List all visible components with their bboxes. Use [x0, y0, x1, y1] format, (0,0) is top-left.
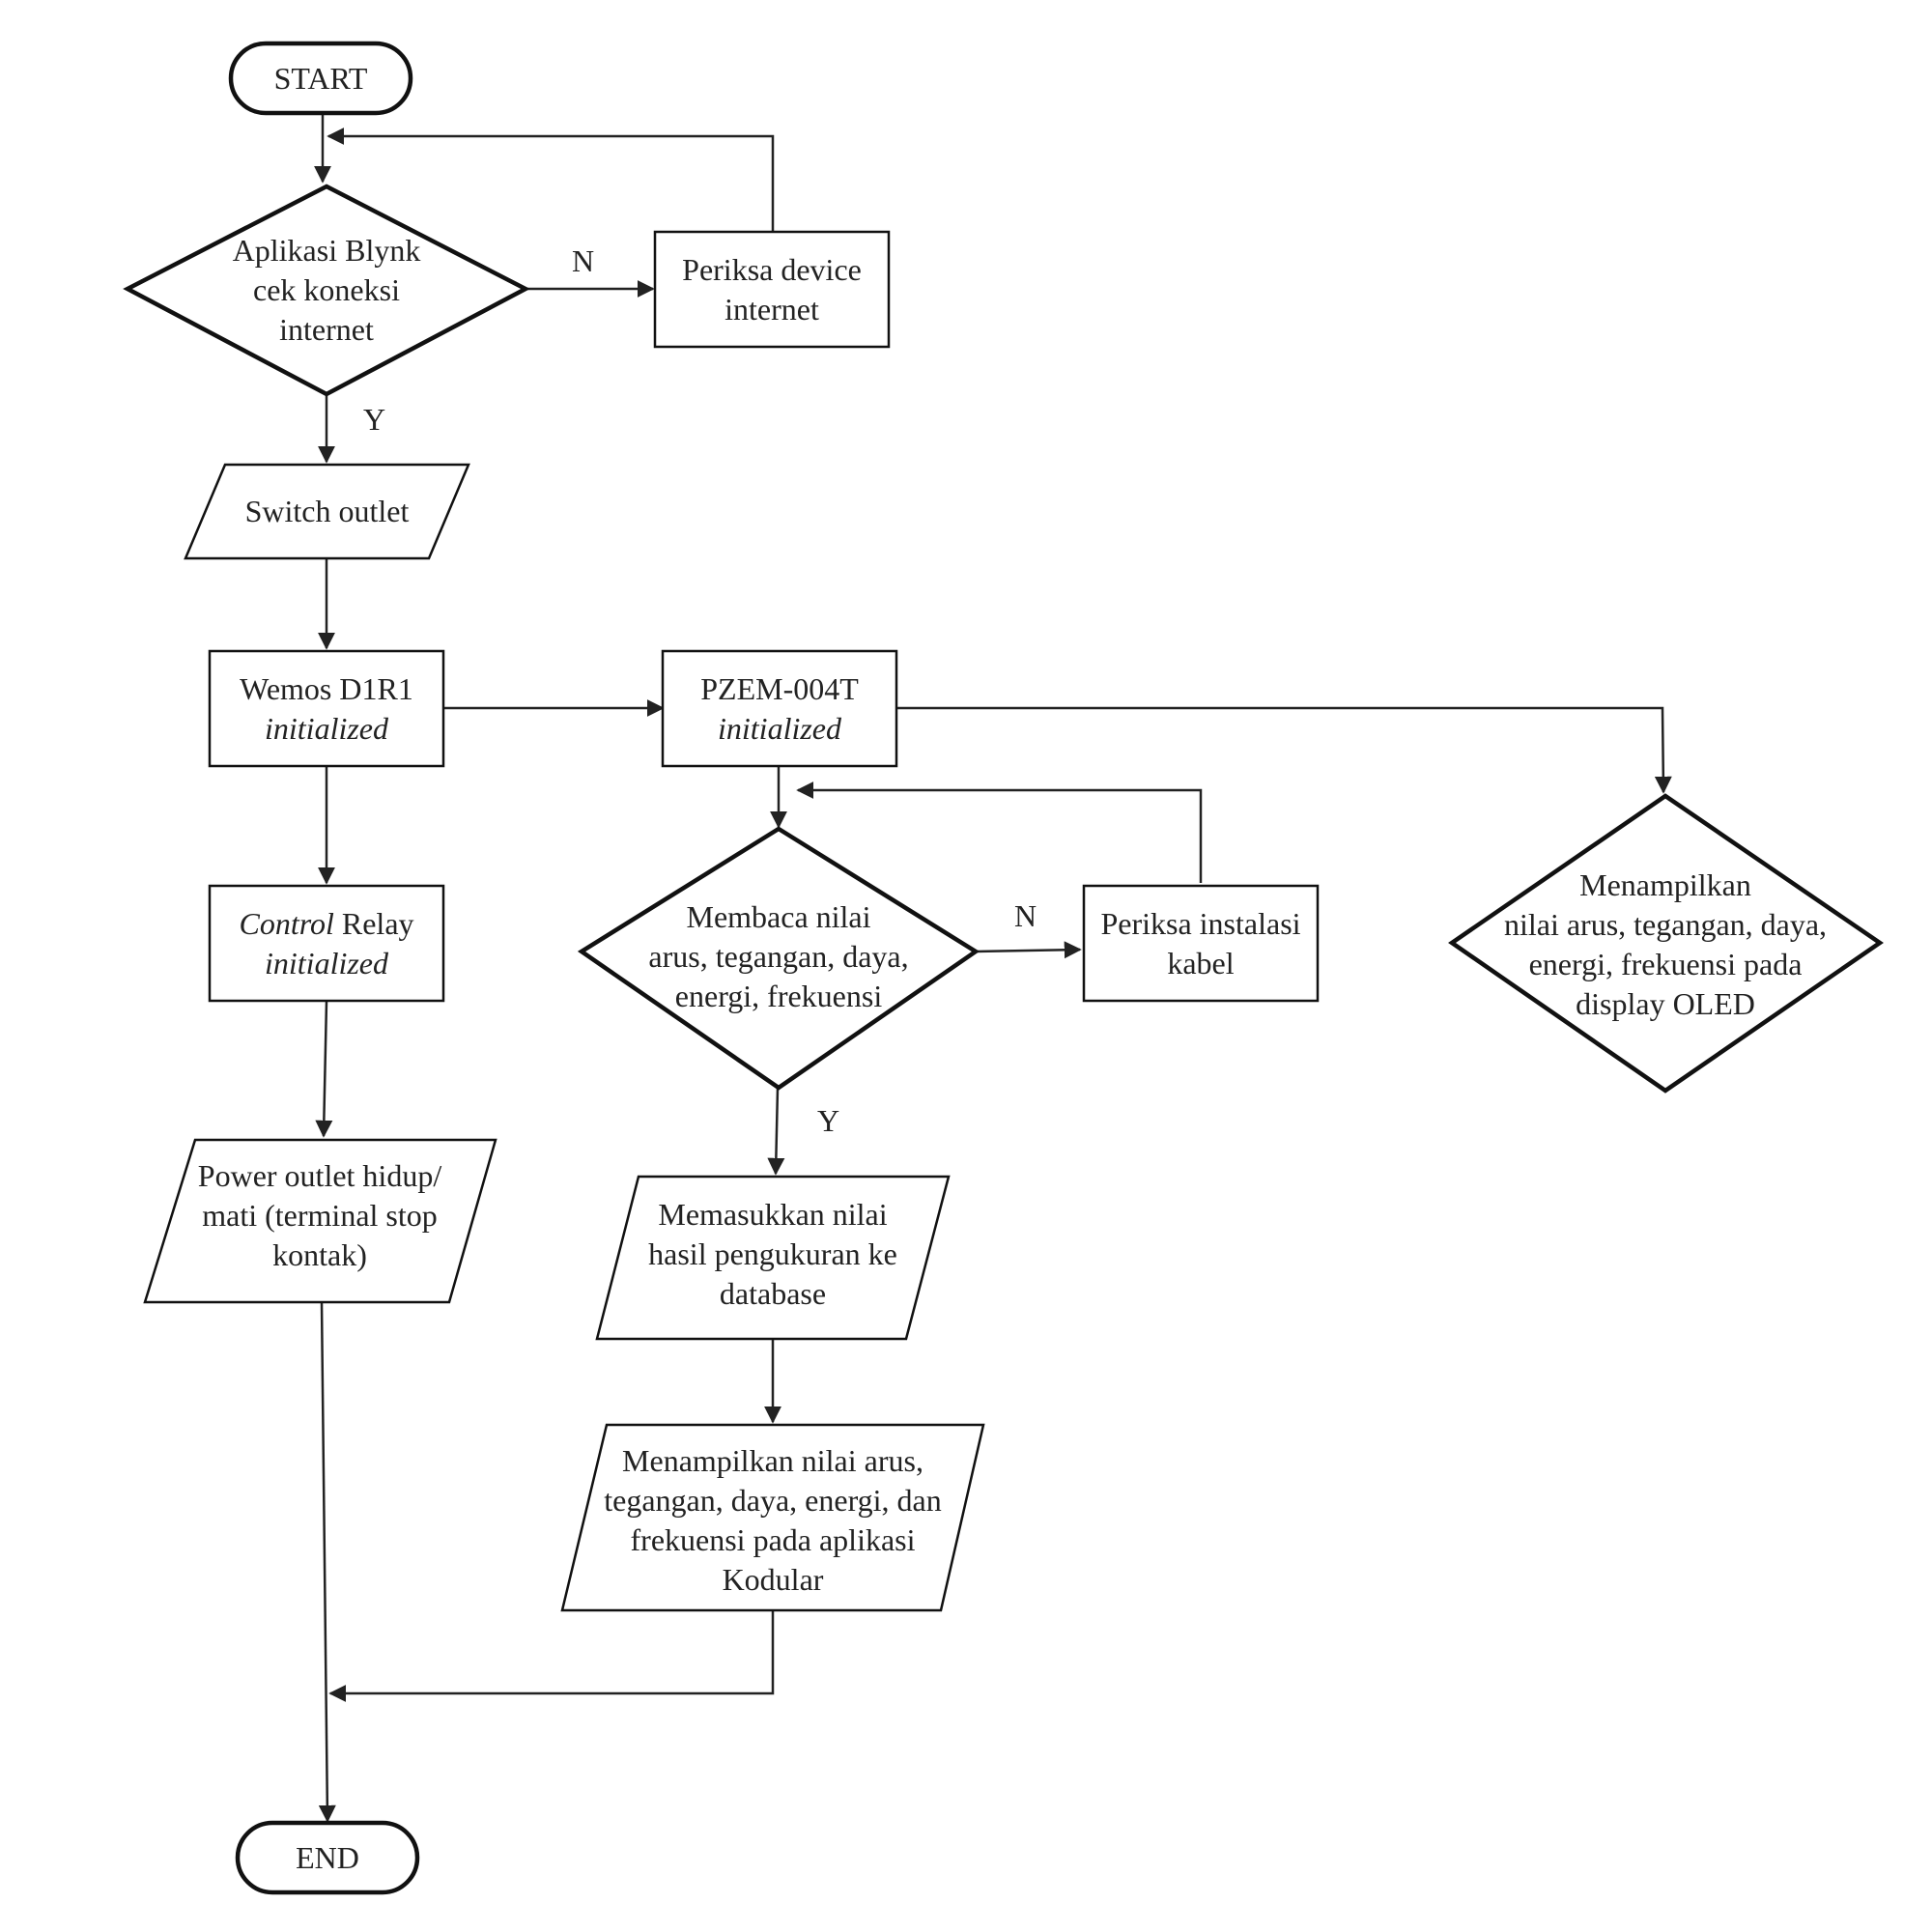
- blynk-yes-label: Y: [363, 402, 386, 437]
- check-cable-line-2: kabel: [1167, 945, 1235, 980]
- blynk-check-decision: [123, 184, 530, 397]
- database-label: Memasukkan nilai hasil pengukuran ke dat…: [618, 1186, 927, 1321]
- blynk-line-1: Aplikasi Blynk: [232, 232, 421, 268]
- pzem-label: PZEM-004T initialized: [663, 651, 896, 766]
- edge-power-to-end: [318, 1300, 336, 1823]
- wemos-line-1: Wemos D1R1: [240, 670, 413, 706]
- relay-line-1: Control Relay: [239, 904, 413, 944]
- check-device-label: Periksa device internet: [655, 232, 889, 347]
- power-outlet-label: Power outlet hidup/ mati (terminal stop …: [164, 1148, 475, 1283]
- switch-outlet-text: Switch outlet: [244, 494, 410, 528]
- edge-pzem-to-oled: [896, 706, 1672, 794]
- check-cable-process: [1082, 884, 1320, 1003]
- read-line-3: energi, frekuensi: [674, 978, 883, 1013]
- blynk-line-3: internet: [279, 311, 374, 347]
- start-label: START: [231, 43, 411, 113]
- nodes: [123, 41, 1884, 1895]
- relay-relay-word: Relay: [333, 905, 414, 941]
- check-cable-label: Periksa instalasi kabel: [1084, 886, 1318, 1001]
- end-text: END: [296, 1839, 359, 1875]
- kodular-line-3: frekuensi pada aplikasi: [630, 1522, 916, 1557]
- wemos-process: [208, 649, 445, 768]
- switch-outlet-io: [184, 463, 470, 560]
- read-line-2: arus, tegangan, daya,: [648, 938, 909, 974]
- kodular-label: Menampilkan nilai arus, tegangan, daya, …: [580, 1439, 966, 1602]
- pzem-process: [661, 649, 898, 768]
- kodular-io: [560, 1423, 985, 1612]
- oled-display-label: Menampilkan nilai arus, tegangan, daya, …: [1488, 864, 1843, 1026]
- power-line-3: kontak): [272, 1236, 367, 1272]
- read-line-1: Membaca nilai: [686, 898, 871, 934]
- database-line-2: hasil pengukuran ke: [648, 1236, 897, 1271]
- check-device-process: [653, 230, 891, 349]
- oled-line-1: Menampilkan: [1579, 867, 1751, 902]
- relay-process: [208, 884, 445, 1003]
- edge-kodular-to-merge: [328, 1609, 775, 1702]
- start-terminal: [228, 41, 413, 116]
- power-line-1: Power outlet hidup/: [197, 1157, 442, 1193]
- edge-read-to-database: [767, 1087, 785, 1176]
- end-terminal: [235, 1820, 420, 1895]
- edge-relay-to-power: [315, 1000, 333, 1138]
- end-label: END: [238, 1823, 417, 1892]
- blynk-line-2: cek koneksi: [253, 271, 400, 307]
- check-cable-line-1: Periksa instalasi: [1100, 905, 1301, 941]
- database-io: [595, 1175, 951, 1341]
- power-line-2: mati (terminal stop: [202, 1197, 438, 1233]
- pzem-line-2: initialized: [718, 710, 841, 746]
- oled-line-4: display OLED: [1576, 986, 1755, 1021]
- pzem-line-1: PZEM-004T: [700, 670, 859, 706]
- read-no-label: N: [1014, 898, 1037, 933]
- oled-line-2: nilai arus, tegangan, daya,: [1503, 907, 1828, 942]
- relay-line-2: initialized: [265, 945, 388, 980]
- start-text: START: [273, 60, 368, 96]
- relay-control-word: Control: [239, 905, 334, 941]
- kodular-line-4: Kodular: [722, 1562, 824, 1597]
- database-line-3: database: [719, 1275, 827, 1311]
- oled-line-3: energi, frekuensi pada: [1528, 947, 1803, 981]
- database-line-1: Memasukkan nilai: [658, 1196, 888, 1232]
- wemos-line-2: initialized: [265, 710, 388, 746]
- wemos-label: Wemos D1R1 initialized: [210, 651, 443, 766]
- kodular-line-1: Menampilkan nilai arus,: [622, 1443, 923, 1478]
- power-outlet-io: [143, 1138, 497, 1304]
- blynk-no-label: N: [572, 243, 595, 278]
- check-device-line-2: internet: [724, 291, 819, 327]
- read-values-decision: [577, 826, 980, 1091]
- edge-read-to-check-cable: [975, 941, 1082, 959]
- blynk-check-label: Aplikasi Blynk cek koneksi internet: [193, 222, 460, 357]
- kodular-line-2: tegangan, daya, energi, dan: [604, 1483, 942, 1518]
- edges: [314, 113, 1672, 1823]
- oled-display-decision: [1448, 793, 1884, 1094]
- edge-check-cable-back-to-read: [796, 781, 1203, 883]
- edge-check-device-back-to-blynk: [327, 128, 775, 232]
- read-yes-label: Y: [817, 1103, 840, 1138]
- read-values-label: Membaca nilai arus, tegangan, daya, ener…: [618, 894, 939, 1019]
- switch-outlet-label: Switch outlet: [185, 465, 469, 558]
- check-device-line-1: Periksa device: [682, 251, 862, 287]
- relay-label: Control Relay initialized: [210, 886, 443, 1001]
